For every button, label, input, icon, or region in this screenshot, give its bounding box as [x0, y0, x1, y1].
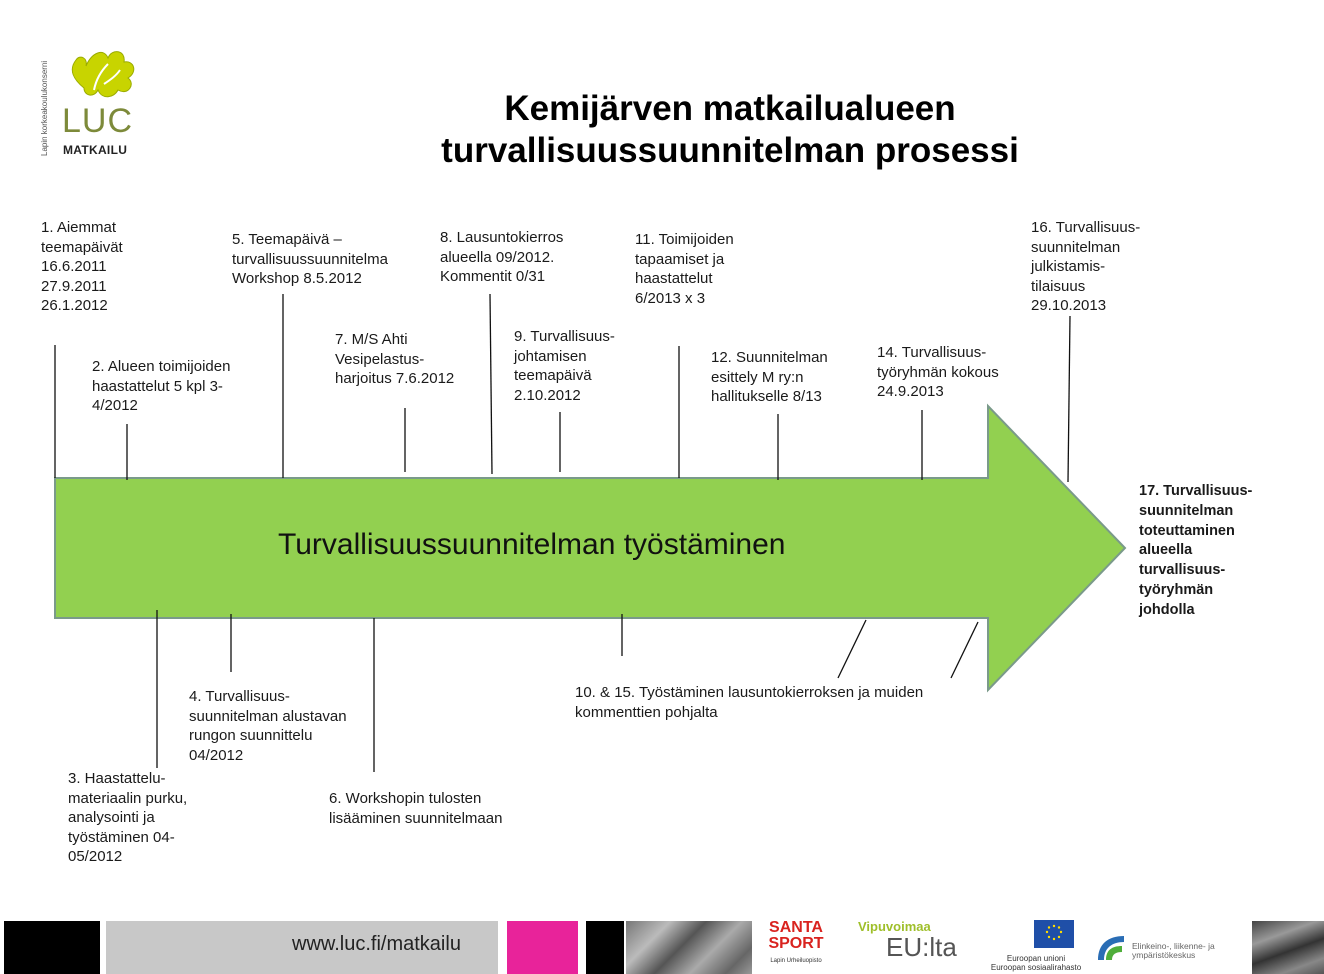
process-arrow — [54, 403, 1127, 693]
step-9-label: 9. Turvallisuus- johtamisen teemapäivä 2… — [514, 328, 615, 404]
step-6-label: 6. Workshopin tulosten lisääminen suunni… — [329, 790, 503, 827]
santa-sub: Lapin Urheiluopisto — [770, 958, 822, 964]
footer-bar: www.luc.fi/matkailu SANTA SPORT Lapin Ur… — [0, 916, 1324, 974]
santa-line-1: SANTA — [769, 919, 823, 936]
step-3-label: 3. Haastattelu- materiaalin purku, analy… — [68, 770, 188, 865]
connector-s15b — [950, 621, 979, 679]
logo-name: LUC — [62, 102, 134, 140]
eu-text: Euroopan unioni Euroopan sosiaalirahasto — [990, 954, 1082, 972]
step-10-15-label: 10. & 15. Työstäminen lausuntokierroksen… — [575, 684, 924, 721]
bottom-connectors — [156, 610, 979, 772]
step-11-label: 11. Toimijoiden tapaamiset ja haastattel… — [635, 231, 734, 307]
connector-s16 — [1067, 315, 1071, 483]
footer-url-link[interactable]: www.luc.fi/matkailu — [292, 933, 461, 955]
logo-subtitle: MATKAILU — [63, 143, 128, 157]
connector-s15a — [837, 619, 867, 679]
step-8-label: 8. Lausuntokierros alueella 09/2012. Kom… — [440, 229, 564, 285]
arrow-label: Turvallisuussuunnitelman työstäminen — [278, 528, 786, 561]
vipu-line-1: Vipuvoimaa — [858, 919, 931, 934]
footer-photo-2 — [1252, 921, 1324, 974]
step-7-label: 7. M/S Ahti Vesipelastus- harjoitus 7.6.… — [335, 331, 455, 387]
step-17-label: 17. Turvallisuus- suunnitelman toteuttam… — [1139, 483, 1253, 618]
leaf-icon — [71, 51, 135, 98]
vipuvoimaa-logo: Vipuvoimaa EU:lta — [858, 919, 978, 973]
footer-magenta-block — [507, 921, 578, 974]
luc-logo: Lapin korkeakoulukonserni LUC MATKAILU — [40, 40, 140, 160]
step-1-label: 1. Aiemmat teemapäivät 16.6.2011 27.9.20… — [41, 219, 123, 314]
vipu-line-2: EU:lta — [886, 932, 957, 962]
step-16-label: 16. Turvallisuus- suunnitelman julkistam… — [1031, 219, 1141, 314]
page-title: Kemijärven matkailualueen turvallisuussu… — [330, 88, 1130, 172]
santa-line-2: SPORT — [768, 935, 824, 952]
step-2-label: 2. Alueen toimijoiden haastattelut 5 kpl… — [92, 358, 231, 414]
santa-sport-logo: SANTA SPORT Lapin Urheiluopisto — [762, 920, 830, 974]
eu-flag-icon — [1034, 920, 1074, 948]
step-4-label: 4. Turvallisuus- suunnitelman alustavan … — [189, 688, 347, 764]
ely-text: Elinkeino-, liikenne- ja ympäristökeskus — [1132, 941, 1215, 960]
connector-s8 — [489, 293, 493, 475]
footer-url-box: www.luc.fi/matkailu — [106, 921, 498, 974]
title-line-2: turvallisuussuunnitelman prosessi — [441, 131, 1019, 170]
step-5-label: 5. Teemapäivä – turvallisuussuunnitelma … — [232, 231, 388, 287]
top-connectors — [54, 293, 1071, 483]
step-12-label: 12. Suunnitelman esittely M ry:n hallitu… — [711, 349, 828, 405]
footer-black-block-1 — [4, 921, 100, 974]
footer-black-block-2 — [586, 921, 624, 974]
title-line-1: Kemijärven matkailualueen — [504, 89, 956, 128]
ely-logo-icon — [1098, 936, 1124, 960]
footer-photo-1 — [626, 921, 752, 974]
step-14-label: 14. Turvallisuus- työryhmän kokous 24.9.… — [877, 344, 999, 400]
